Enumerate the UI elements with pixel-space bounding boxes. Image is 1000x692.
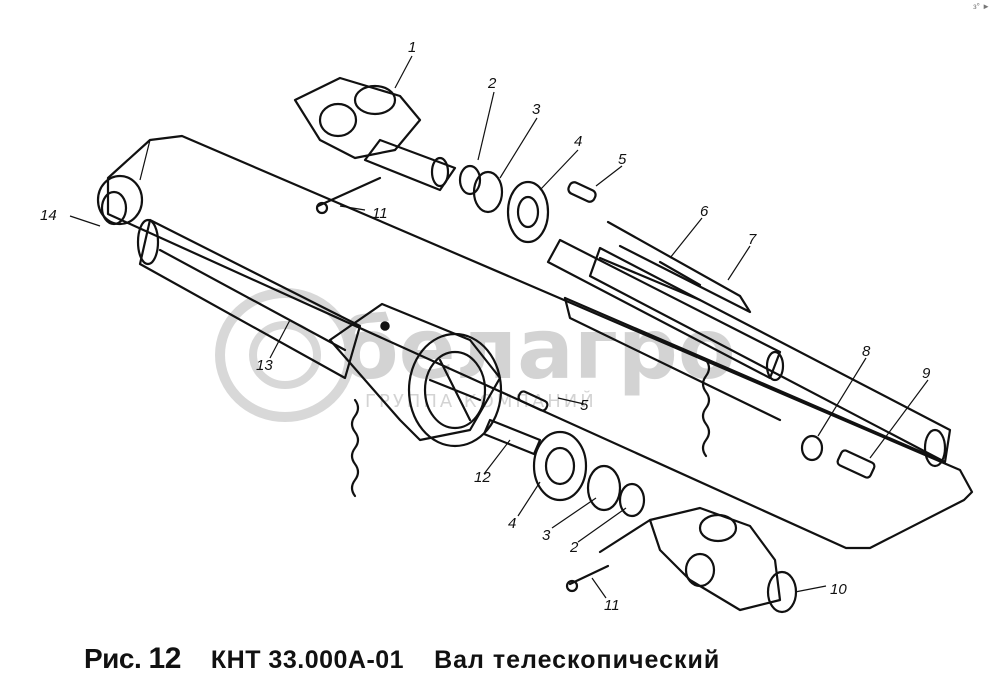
model-code: КНТ 33.000А-01 <box>210 646 405 674</box>
callout-10: 10 <box>830 581 847 598</box>
bearing-set-bottom <box>482 390 646 518</box>
callout-2: 2 <box>487 75 497 92</box>
end-ring <box>96 174 144 226</box>
figure-number: 12 <box>148 642 182 675</box>
retaining-chains <box>350 358 711 498</box>
callout-4: 4 <box>574 133 582 150</box>
casing-outline <box>106 134 974 550</box>
callout-14: 14 <box>40 207 57 224</box>
callout-5-lower: 5 <box>580 397 589 414</box>
lock-pins <box>315 176 610 593</box>
universal-joint-top <box>293 76 457 192</box>
cone-guard <box>328 302 503 448</box>
callout-4-lower: 4 <box>508 515 516 532</box>
callout-11-top: 11 <box>372 205 388 222</box>
figure-label: Рис. 12 <box>84 642 181 676</box>
callout-1: 1 <box>408 39 416 56</box>
universal-joint-bottom <box>598 506 798 614</box>
callout-11-bottom: 11 <box>604 597 620 614</box>
watermark-logo-inner <box>249 321 321 389</box>
figure-title: Вал телескопический <box>434 646 721 674</box>
callout-5: 5 <box>618 151 627 168</box>
figure-prefix: Рис. <box>84 643 142 674</box>
corner-mark: з° ► <box>972 2 990 11</box>
callout-labels: 1 2 3 4 5 6 7 8 9 10 11 13 14 5 12 4 3 2… <box>40 39 931 614</box>
fasteners-right <box>800 434 876 479</box>
outer-guard-tube <box>563 220 952 468</box>
sliding-sleeve <box>546 238 785 382</box>
callout-7: 7 <box>748 231 757 248</box>
callout-9: 9 <box>922 365 931 382</box>
inner-shaft-tube <box>136 218 362 380</box>
leader-lines <box>69 55 929 599</box>
figure-caption: Рис. 12 КНТ 33.000А-01 Вал телескопическ… <box>84 642 720 682</box>
callout-8: 8 <box>862 343 871 360</box>
callout-12: 12 <box>474 469 491 486</box>
callout-2-lower: 2 <box>569 539 579 556</box>
callout-3: 3 <box>532 101 541 118</box>
callout-3-lower: 3 <box>542 527 551 544</box>
callout-13: 13 <box>256 357 273 374</box>
watermark-subtitle: ГРУППА КОМПАНИЙ <box>365 390 597 412</box>
bearing-set-top <box>458 164 597 244</box>
callout-6: 6 <box>700 203 709 220</box>
